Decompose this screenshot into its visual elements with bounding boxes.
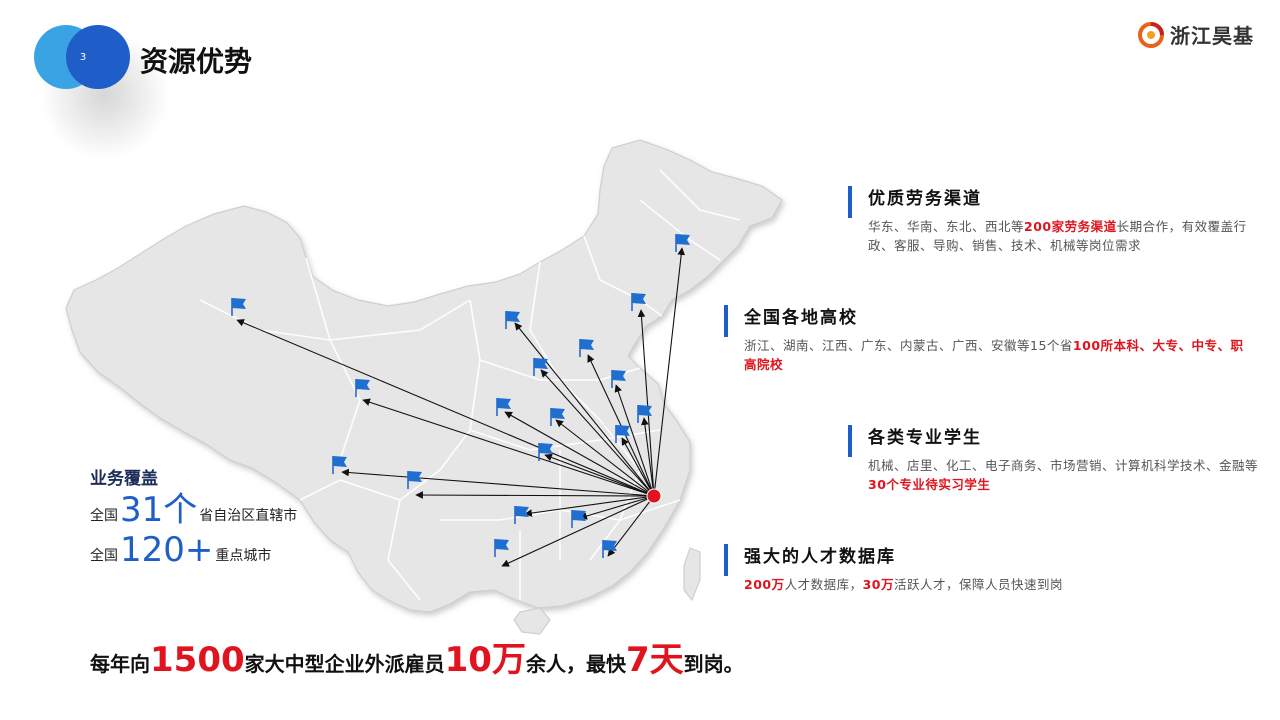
section-students: 各类专业学生 机械、店里、化工、电子商务、市场营销、计算机科学技术、金融等 30个… [848,423,1258,494]
coverage-prefix: 全国 [90,548,118,564]
flag-icon [538,443,553,461]
dispatch-arrows [236,247,686,567]
section-text: 活跃人才，保障人员快速到岗 [894,577,1064,592]
summary-text: 余人，最快 [525,652,626,676]
section-highlight: 200家劳务渠道 [1024,219,1117,234]
section-accent-bar [724,305,728,337]
section-text: 机械、店里、化工、电子商务、市场营销、计算机科学技术、金融等 [868,458,1259,473]
arrow-line [641,417,655,497]
section-labor-channels: 优质劳务渠道 华东、华南、东北、西北等200家劳务渠道长期合作，有效覆盖行政、客… [848,184,1258,255]
section-text: 人才数据库， [784,577,863,592]
section-talent-database: 强大的人才数据库 200万人才数据库，30万活跃人才，保障人员快速到岗 [724,542,1244,594]
section-title: 优质劳务渠道 [868,189,982,209]
china-mainland-shape [65,139,783,613]
summary-statement: 每年向1500家大中型企业外派雇员10万余人，最快7天到岗。 [90,632,744,681]
arrow-line [236,319,655,497]
flag-icon [231,298,246,316]
coverage-prefix: 全国 [90,508,118,524]
page-title: 资源优势 [140,45,253,78]
summary-text: 家大中型企业外派雇员 [244,652,445,676]
flag-icon [615,425,630,443]
section-text: 华东、华南、东北、西北等 [868,219,1025,234]
taiwan-island [683,547,701,602]
section-highlight: 200万 [744,577,785,592]
flag-icon [407,471,422,489]
flag-icon [355,379,370,397]
section-highlight: 30万 [862,577,895,592]
origin-dot-icon [646,488,662,504]
section-title: 全国各地高校 [744,308,858,328]
coverage-cities: 全国 120+ 重点城市 [90,531,297,569]
page-number-badge: 3 [66,25,130,89]
section-highlight: 100所本科、大专、中专、职高院校 [744,338,1244,372]
section-title: 强大的人才数据库 [744,547,896,567]
flag-icon [332,456,347,474]
logo-swirl-icon [1138,21,1164,48]
location-flags [231,234,690,558]
arrow-line [607,495,655,557]
arrow-line [540,369,655,497]
arrow-line [524,495,655,517]
arrow-line [579,495,655,520]
summary-text: 到岗。 [683,652,744,676]
flag-icon [550,408,565,426]
coverage-number: 120+ [120,530,214,570]
arrow-line [555,419,655,497]
arrow-line [544,453,655,497]
arrow-line [614,384,655,497]
logo-brand-text: 浙江昊基 [1170,24,1254,48]
section-accent-bar [848,425,852,457]
page-number: 3 [79,51,87,63]
section-text: 长期合作，有效覆盖行政、客服、导购、销售、技术、机械等岗位需求 [868,219,1247,253]
summary-highlight: 1500 [150,640,245,680]
flag-icon [533,358,548,376]
section-accent-bar [724,544,728,576]
arrow-line [514,322,655,497]
section-accent-bar [848,186,852,218]
company-logo: 浙江昊基 [1138,20,1254,49]
flag-icon [505,311,520,329]
section-body: 浙江、湖南、江西、广东、内蒙古、广西、安徽等15个省100所本科、大专、中专、职… [744,336,1244,374]
arrow-line [362,398,655,497]
province-borders [199,169,741,601]
coverage-suffix: 重点城市 [215,548,272,564]
hainan-island [513,607,551,635]
flag-icon [579,339,594,357]
section-body: 机械、店里、化工、电子商务、市场营销、计算机科学技术、金融等 30个专业待实习学生 [868,456,1258,494]
business-coverage: 业务覆盖 全国 31个 省自治区直辖市 全国 120+ 重点城市 [90,464,297,569]
flag-icon [611,370,626,388]
flag-icon [675,234,690,252]
arrow-line [415,491,655,499]
section-body: 华东、华南、东北、西北等200家劳务渠道长期合作，有效覆盖行政、客服、导购、销售… [868,217,1258,255]
section-highlight: 30个专业待实习学生 [868,477,991,492]
arrow-line [621,437,655,497]
coverage-provinces: 全国 31个 省自治区直辖市 [90,491,297,529]
arrow-line [341,468,655,497]
arrow-line [653,247,686,497]
coverage-suffix: 省自治区直辖市 [199,508,298,524]
arrow-line [637,309,655,497]
flag-icon [637,405,652,423]
arrow-line [501,495,655,567]
section-text: 浙江、湖南、江西、广东、内蒙古、广西、安徽等15个省 [744,338,1073,353]
flag-icon [631,293,646,311]
flag-icon [496,398,511,416]
flag-icon [514,506,529,524]
flag-icon [602,540,617,558]
coverage-number: 31个 [120,490,198,530]
section-title: 各类专业学生 [868,428,982,448]
section-body: 200万人才数据库，30万活跃人才，保障人员快速到岗 [744,575,1244,594]
coverage-title: 业务覆盖 [90,469,158,489]
summary-highlight: 7天 [625,640,684,680]
summary-text: 每年向 [90,652,150,676]
arrow-line [504,411,655,497]
flag-icon [494,539,509,557]
summary-highlight: 10万 [444,640,526,680]
section-universities: 全国各地高校 浙江、湖南、江西、广东、内蒙古、广西、安徽等15个省100所本科、… [724,303,1244,374]
flag-icon [571,510,586,528]
